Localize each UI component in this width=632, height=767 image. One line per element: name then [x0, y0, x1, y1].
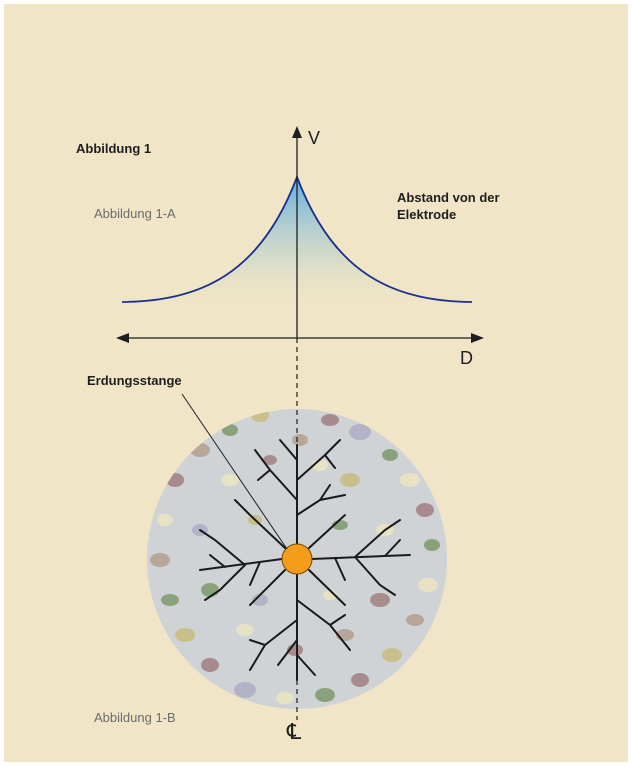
arrow-up-icon: [292, 126, 302, 138]
v-axis-label: V: [308, 128, 321, 148]
figure-title: Abbildung 1: [76, 141, 152, 156]
grounding-rod-label: Erdungsstange: [87, 373, 182, 388]
distance-label: Abstand von der Elektrode: [397, 190, 500, 222]
centerline-icon: ℄: [287, 719, 302, 744]
d-axis-label: D: [460, 348, 473, 368]
figure-1a-label: Abbildung 1-A: [94, 206, 176, 221]
soil-stones: [150, 409, 440, 704]
arrow-right-icon: [471, 333, 484, 343]
arrow-left-icon: [116, 333, 129, 343]
grounding-rod: [281, 543, 313, 575]
rod-leader-line: [181, 393, 288, 550]
figure-1b-label: Abbildung 1-B: [94, 710, 176, 725]
